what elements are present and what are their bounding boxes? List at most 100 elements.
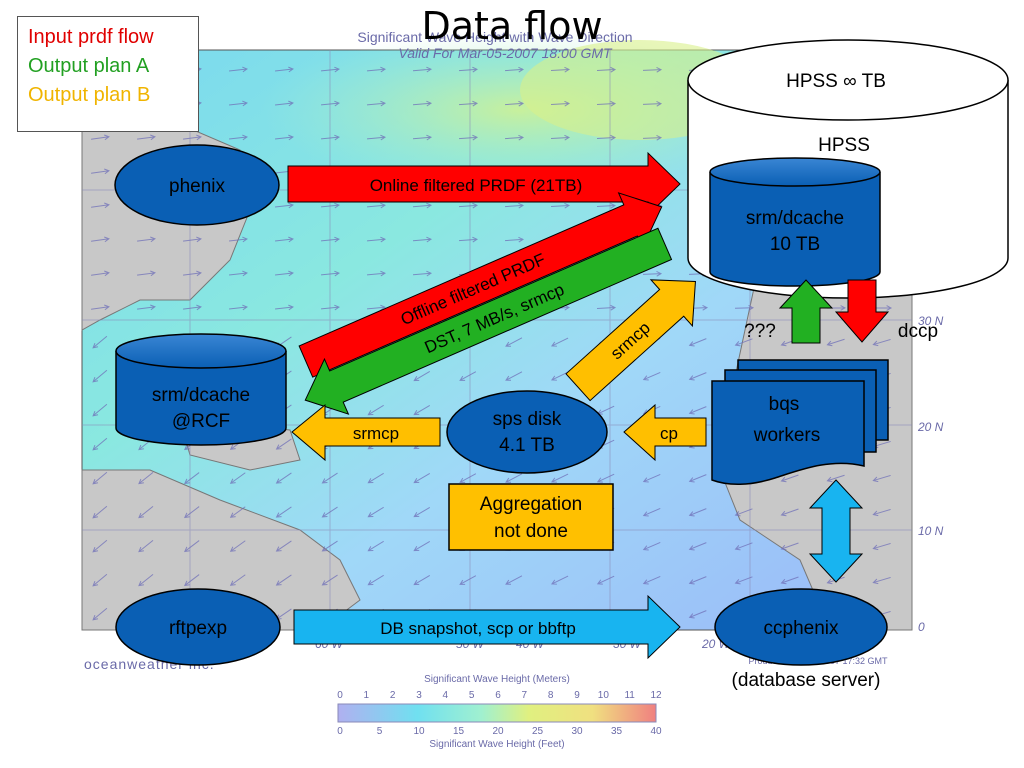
scale-feet-tick-label: 40 [650,726,662,737]
aggregation-line2: not done [494,521,568,542]
wave-direction-arrow [504,66,525,73]
wave-direction-arrow [826,474,845,483]
wave-direction-arrow [367,574,384,586]
legend-output-plan-a: Output plan A [28,55,150,77]
wave-direction-arrow [872,576,891,585]
scale-feet-tick-label: 30 [571,726,583,737]
rftpexp-node[interactable]: rftpexp [115,588,281,666]
wave-direction-arrow [91,270,110,277]
wave-direction-arrow [504,134,525,141]
scale-feet-tick-label: 15 [453,726,465,737]
wave-direction-arrow [229,540,246,552]
cp-label: cp [660,424,678,443]
wave-direction-arrow [688,610,707,619]
wave-direction-arrow [366,202,387,209]
wave-direction-arrow [550,134,571,141]
ccphenix-label: ccphenix [764,618,839,639]
wave-direction-arrow [229,506,246,518]
scale-meters-tick-label: 3 [416,690,422,701]
wave-direction-arrow [91,236,110,243]
wave-direction-arrow [366,236,387,243]
srm-rcf-line1: srm/dcache [152,385,250,406]
cp-arrow: cp [623,403,707,462]
srm-dcache-hpss-node[interactable]: srm/dcache 10 TB [709,157,881,287]
wave-direction-arrow [137,134,156,141]
wave-direction-arrow [550,473,569,483]
phenix-node[interactable]: phenix [114,144,280,226]
wave-direction-arrow [366,134,387,141]
wave-direction-arrow [138,471,154,485]
wave-direction-arrow [367,404,384,416]
scale-title-meters: Significant Wave Height (Meters) [424,674,570,685]
wave-direction-arrow [320,304,340,311]
wave-direction-arrow [413,473,431,484]
wave-direction-arrow [596,100,617,107]
wave-direction-arrow [413,575,431,586]
db-snapshot-arrow: DB snapshot, scp or bbftp [293,594,681,660]
wave-direction-arrow [229,472,246,484]
bqs-workers-node[interactable]: bqs workers [711,359,889,486]
scale-title-feet: Significant Wave Height (Feet) [429,739,564,750]
lat-label-10n: 10 N [918,524,944,538]
sps-disk-node[interactable]: sps disk 4.1 TB [446,390,608,474]
wave-direction-arrow [321,472,338,484]
wave-direction-arrow [642,134,663,141]
wave-direction-arrow [596,66,617,73]
bqs-database-link-arrow [808,479,864,583]
wave-direction-arrow [183,236,202,243]
wave-direction-arrow [642,66,663,73]
wave-direction-arrow [184,506,200,519]
wave-direction-arrow [872,508,891,517]
wave-direction-arrow [780,542,799,551]
wave-direction-arrow [504,202,525,209]
scale-meters-tick-label: 9 [574,690,580,701]
wave-direction-arrow [413,371,431,382]
wave-direction-arrow [780,508,799,517]
hpss-upload-arrow [778,279,834,344]
wave-direction-arrow [412,100,433,107]
scale-meters-tick-label: 8 [548,690,554,701]
wave-direction-arrow [320,100,340,107]
scale-feet-tick-label: 20 [492,726,504,737]
wave-direction-arrow [642,100,663,107]
wave-direction-arrow [184,574,200,587]
srm-dcache-rcf-node[interactable]: srm/dcache @RCF [115,333,287,446]
wave-direction-arrow [459,371,477,381]
wave-direction-arrow [642,507,661,517]
hpss-label: HPSS [818,135,870,156]
wave-direction-arrow [505,575,523,585]
scale-meters-tick-label: 1 [364,690,370,701]
wave-direction-arrow [275,540,292,552]
wave-direction-arrow [92,335,108,349]
wave-direction-arrow [550,337,569,347]
database-server-label: (database server) [732,670,881,691]
wave-direction-arrow [412,236,433,243]
wave-direction-arrow [92,437,108,451]
sps-disk-line1: sps disk [493,409,562,430]
wave-direction-arrow [229,236,248,243]
wave-direction-arrow [92,539,108,553]
ccphenix-node[interactable]: ccphenix [714,588,888,666]
wave-direction-arrow [184,540,200,553]
wave-direction-arrow [596,134,617,141]
scale-feet-tick-label: 35 [611,726,623,737]
wave-direction-arrow [412,66,433,73]
wave-direction-arrow [138,573,154,587]
wave-direction-arrow [596,202,617,209]
scale-meters-tick-label: 10 [598,690,610,701]
wave-direction-arrow [320,236,340,243]
wave-direction-arrow [92,369,108,383]
wave-direction-arrow [274,202,294,209]
wave-direction-arrow [642,473,661,483]
scale-meters-tick-label: 6 [495,690,501,701]
wave-direction-arrow [458,134,479,141]
wave-direction-arrow [780,576,799,585]
wave-direction-arrow [229,574,246,586]
scale-meters-tick-label: 12 [650,690,662,701]
rftpexp-label: rftpexp [169,618,227,639]
scale-meters-tick-label: 4 [443,690,449,701]
scale-feet-tick-label: 0 [337,726,343,737]
